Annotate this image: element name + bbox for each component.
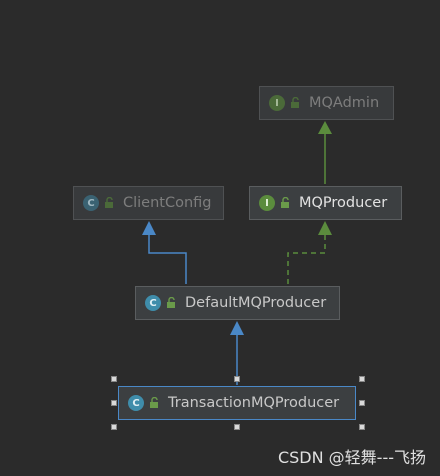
open-lock-icon xyxy=(149,397,160,409)
arrowhead-defaultmqproducer xyxy=(230,321,244,335)
selection-handle-top-right[interactable] xyxy=(359,376,365,382)
selection-handle-top-center[interactable] xyxy=(234,376,240,382)
node-clientconfig[interactable]: C ClientConfig xyxy=(73,186,224,220)
class-icon: C xyxy=(83,195,99,211)
open-lock-icon xyxy=(290,97,301,109)
node-transactionmqproducer[interactable]: C TransactionMQProducer xyxy=(118,386,356,420)
node-defaultmqproducer[interactable]: C DefaultMQProducer xyxy=(135,286,340,320)
selection-handle-bottom-left[interactable] xyxy=(111,424,117,430)
open-lock-icon xyxy=(166,297,177,309)
class-icon: C xyxy=(128,395,144,411)
node-label: ClientConfig xyxy=(123,195,212,211)
node-label: TransactionMQProducer xyxy=(168,395,340,411)
node-label: DefaultMQProducer xyxy=(185,295,327,311)
arrowhead-clientconfig xyxy=(142,221,156,235)
node-label: MQProducer xyxy=(299,195,388,211)
node-label: MQAdmin xyxy=(309,95,380,111)
selection-handle-middle-right[interactable] xyxy=(359,400,365,406)
watermark: CSDN @轻舞---飞扬 xyxy=(277,448,426,467)
arrowhead-mqproducer xyxy=(318,221,332,235)
interface-icon: I xyxy=(259,195,275,211)
selection-handle-top-left[interactable] xyxy=(111,376,117,382)
open-lock-icon xyxy=(104,197,115,209)
edge-defaultmqproducer-to-clientconfig xyxy=(148,235,187,284)
selection-handle-bottom-right[interactable] xyxy=(359,424,365,430)
open-lock-icon xyxy=(280,197,291,209)
edge-defaultmqproducer-to-mqproducer xyxy=(287,235,326,284)
arrowhead-mqadmin xyxy=(318,121,332,134)
node-mqproducer[interactable]: I MQProducer xyxy=(249,186,402,220)
selection-handle-bottom-center[interactable] xyxy=(234,424,240,430)
selection-handle-middle-left[interactable] xyxy=(111,400,117,406)
node-mqadmin[interactable]: I MQAdmin xyxy=(259,86,394,120)
class-icon: C xyxy=(145,295,161,311)
interface-icon: I xyxy=(269,95,285,111)
